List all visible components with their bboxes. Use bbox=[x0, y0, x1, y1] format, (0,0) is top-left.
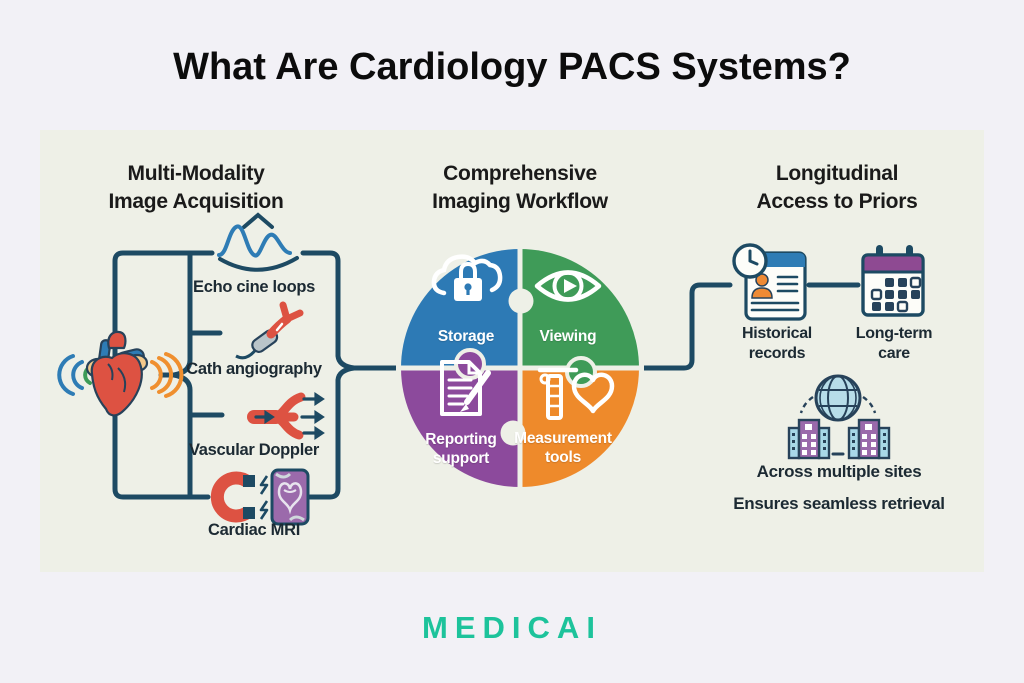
cardiac-mri-label: Cardiac MRI bbox=[207, 521, 301, 539]
cath-angiography-label: Cath angiography bbox=[186, 360, 322, 378]
brand-logo: MEDICAI bbox=[422, 610, 602, 645]
echo-cine-loops-label: Echo cine loops bbox=[192, 278, 316, 296]
storage-piece bbox=[401, 249, 520, 368]
magnet-mri-icon bbox=[210, 468, 310, 526]
calendar-icon bbox=[861, 245, 925, 317]
heart-ultrasound-icon bbox=[57, 330, 184, 417]
page-title: What Are Cardiology PACS Systems? bbox=[173, 46, 851, 88]
catheter-icon bbox=[235, 301, 304, 360]
viewing-label: Viewing bbox=[539, 328, 597, 345]
viewing-piece bbox=[520, 249, 639, 368]
storage-label: Storage bbox=[437, 328, 495, 345]
vascular-doppler-label: Vascular Doppler bbox=[188, 441, 319, 459]
echo-waveform-icon bbox=[217, 212, 299, 272]
globe-buildings-icon bbox=[787, 374, 891, 460]
clock-record-icon bbox=[732, 243, 807, 321]
across-sites-note: Across multiple sites bbox=[756, 462, 922, 481]
doppler-flow-icon bbox=[247, 392, 325, 440]
seamless-retrieval-note: Ensures seamless retrieval bbox=[733, 494, 945, 513]
cloud-lock-icon bbox=[431, 254, 503, 301]
report-pencil-icon bbox=[440, 360, 491, 416]
workflow-puzzle bbox=[396, 244, 644, 492]
caliper-heart-icon bbox=[537, 367, 615, 420]
diagram-artwork bbox=[57, 212, 925, 526]
eye-play-icon bbox=[534, 270, 602, 302]
reporting-piece bbox=[401, 368, 520, 487]
